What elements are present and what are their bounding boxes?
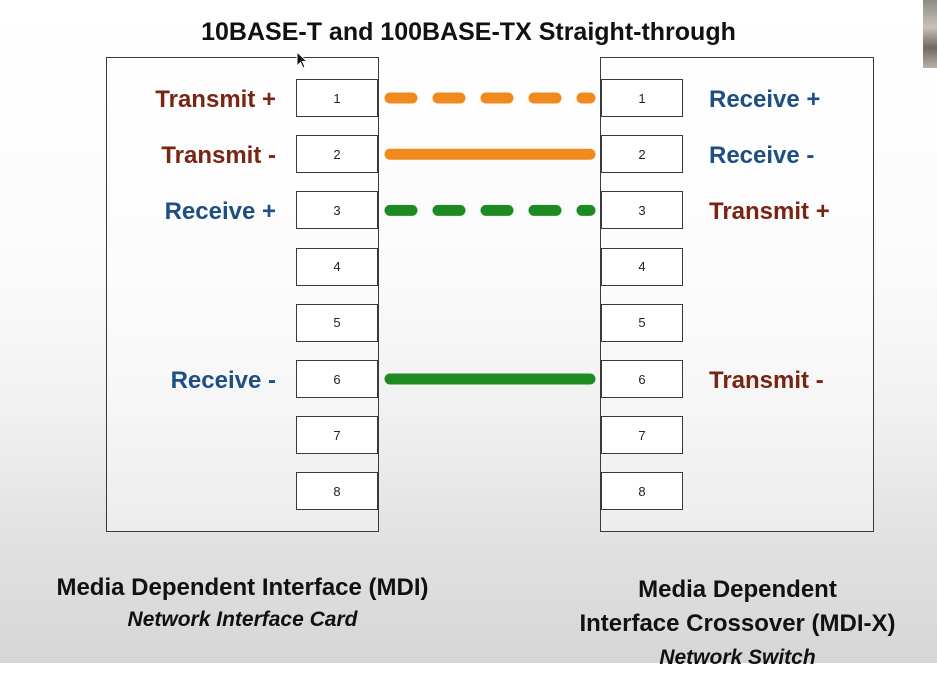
mdix-pin-2: 2 (601, 135, 683, 174)
mdi-signal-label-pin-1: Transmit + (155, 86, 276, 113)
mdix-signal-label-pin-2: Receive - (709, 142, 815, 170)
mdix-pin-3: 3 (601, 191, 683, 230)
mdix-pin-4: 4 (601, 247, 683, 286)
mdi-signal-label-pin-2: Transmit - (161, 142, 276, 170)
mdi-pin-4: 4 (296, 247, 378, 286)
mdi-caption: Media Dependent Interface (MDI) Network … (20, 574, 465, 632)
mdi-pin-7: 7 (296, 416, 378, 455)
mdi-caption-subtitle: Network Interface Card (127, 608, 358, 631)
mdi-signal-label-pin-3: Receive + (164, 198, 276, 226)
mdi-connector-panel (106, 57, 379, 532)
diagram-title: 10BASE-T and 100BASE-TX Straight-through (201, 18, 736, 46)
mdi-pin-1: 1 (296, 79, 378, 117)
mdi-caption-title: Media Dependent Interface (MDI) (56, 574, 429, 601)
mdix-caption-line1: Media Dependent (638, 576, 837, 603)
mdix-pin-6: 6 (601, 360, 683, 398)
mdix-signal-label-pin-1: Receive + (709, 86, 821, 113)
mouse-cursor-icon (296, 50, 310, 76)
mdix-caption-line2: Interface Crossover (MDI-X) (579, 610, 896, 637)
mdix-signal-label-pin-6: Transmit - (709, 367, 824, 394)
mdix-pin-8: 8 (601, 472, 683, 511)
mdix-caption: Media Dependent Interface Crossover (MDI… (560, 573, 915, 675)
mdix-signal-label-pin-3: Transmit + (709, 198, 830, 226)
background-photo-edge (923, 0, 937, 68)
mdix-caption-subtitle: Network Switch (659, 646, 816, 669)
mdi-pin-3: 3 (296, 191, 378, 230)
mdi-pin-6: 6 (296, 360, 378, 398)
mdi-pin-2: 2 (296, 135, 378, 174)
mdix-pin-7: 7 (601, 416, 683, 455)
mdi-pin-5: 5 (296, 303, 378, 342)
mdi-pin-8: 8 (296, 472, 378, 511)
mdix-connector-panel (600, 57, 874, 532)
mdix-pin-5: 5 (601, 303, 683, 342)
mdix-pin-1: 1 (601, 79, 683, 117)
mdi-signal-label-pin-6: Receive - (170, 367, 276, 394)
